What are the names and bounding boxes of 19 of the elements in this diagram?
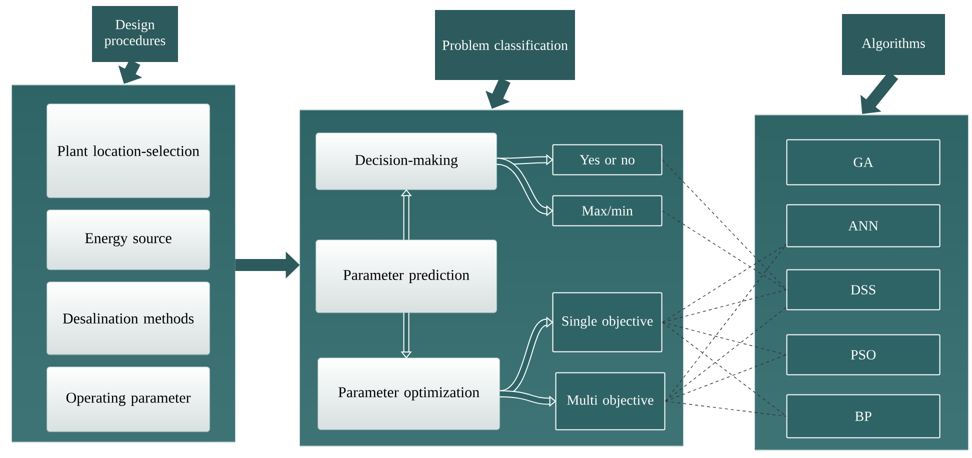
process-box: Parameter prediction bbox=[316, 240, 498, 314]
category-box: PSO bbox=[786, 334, 940, 376]
category-box: GA bbox=[786, 139, 940, 186]
category-box: DSS bbox=[786, 269, 940, 310]
header-box: Algorithms bbox=[842, 14, 945, 75]
process-box: Parameter optimization bbox=[318, 358, 500, 430]
process-box: Operating parameter bbox=[46, 366, 210, 432]
header-box: Design procedures bbox=[92, 6, 178, 62]
category-box: Max/min bbox=[552, 195, 662, 226]
category-box: Yes or no bbox=[552, 144, 662, 176]
category-box: Single objective bbox=[552, 292, 662, 352]
process-box: Desalination methods bbox=[46, 282, 210, 356]
process-box: Decision-making bbox=[316, 132, 498, 190]
category-box: ANN bbox=[786, 204, 940, 248]
category-box: BP bbox=[786, 394, 940, 438]
process-box: Plant location-selection bbox=[46, 104, 210, 198]
process-box: Energy source bbox=[46, 210, 210, 270]
header-box: Problem classification bbox=[435, 10, 575, 80]
category-box: Multi objective bbox=[555, 372, 666, 430]
